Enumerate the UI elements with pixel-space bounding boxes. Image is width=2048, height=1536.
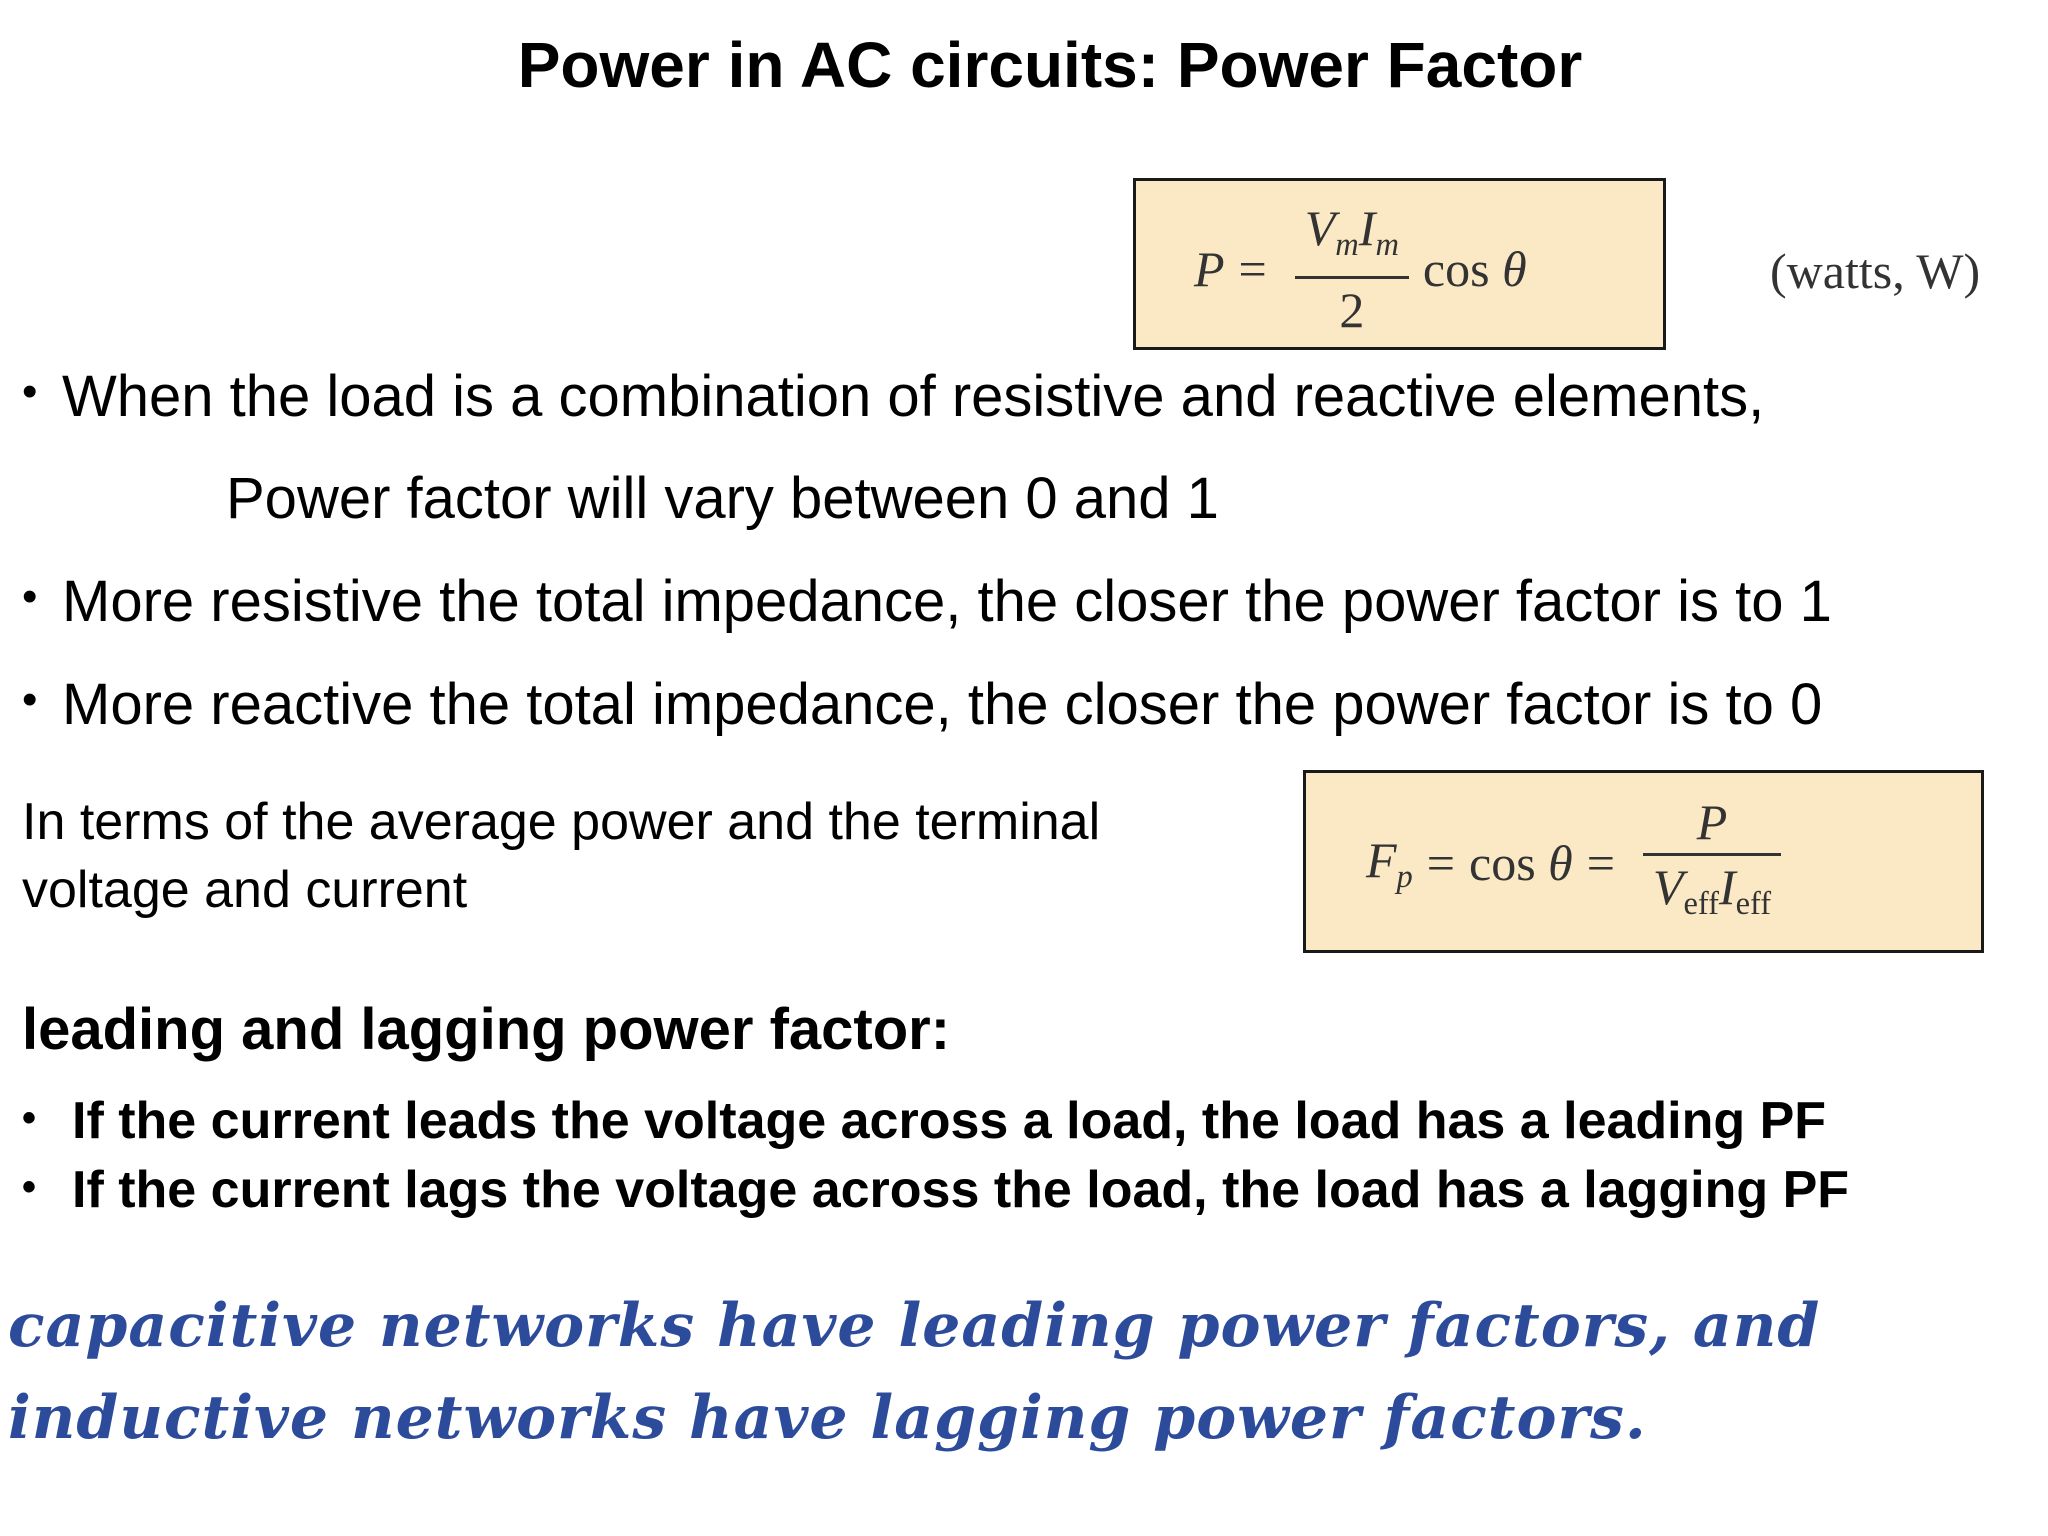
bullet-text: More reactive the total impedance, the c… bbox=[62, 672, 1823, 737]
section-heading: leading and lagging power factor: bbox=[22, 997, 951, 1062]
fraction-bar bbox=[1294, 275, 1409, 279]
bullet-reactive: • More reactive the total impedance, the … bbox=[22, 670, 1822, 740]
voltage-symbol: V bbox=[1304, 200, 1336, 256]
voltage-subscript: m bbox=[1335, 226, 1359, 263]
bullet-resistive: • More resistive the total impedance, the… bbox=[22, 567, 1832, 637]
bullet-icon: • bbox=[22, 1096, 37, 1140]
power-denominator: 2 bbox=[1339, 281, 1365, 338]
voltage-subscript: eff bbox=[1683, 885, 1719, 922]
pf-denominator: VeffIeff bbox=[1643, 856, 1781, 935]
pf-item-leading: • If the current leads the voltage across… bbox=[22, 1088, 1826, 1154]
current-symbol: I bbox=[1358, 200, 1376, 256]
bullet-text: When the load is a combination of resist… bbox=[62, 364, 1765, 429]
pf-symbol: Fp bbox=[1366, 831, 1413, 896]
pf-subscript: p bbox=[1396, 858, 1413, 895]
pf-numerator: P bbox=[1687, 791, 1738, 853]
bullet-icon: • bbox=[22, 572, 38, 621]
bullet-icon: • bbox=[22, 675, 38, 724]
pf-equation: Fp = cos θ = P VeffIeff bbox=[1366, 791, 1795, 935]
cos-function: cos bbox=[1469, 834, 1536, 891]
slide-title: Power in AC circuits: Power Factor bbox=[517, 29, 1583, 101]
pf-item-text: If the current leads the voltage across … bbox=[72, 1092, 1827, 1150]
fraction-bar bbox=[1642, 853, 1782, 856]
pf-letter: F bbox=[1366, 831, 1397, 888]
voltage-symbol: V bbox=[1652, 859, 1684, 915]
equals-sign: = bbox=[1238, 240, 1267, 297]
pf-item-text: If the current lags the voltage across t… bbox=[72, 1161, 1850, 1219]
current-symbol: I bbox=[1718, 859, 1736, 915]
bullet-icon: • bbox=[22, 367, 38, 416]
theta-symbol: θ bbox=[1548, 834, 1573, 891]
theta-symbol: θ bbox=[1502, 240, 1527, 297]
power-fraction: VmIm 2 bbox=[1294, 197, 1409, 341]
power-equation: P = VmIm 2 cos θ bbox=[1194, 197, 1527, 341]
power-numerator: VmIm bbox=[1295, 197, 1409, 276]
pf-fraction: P VeffIeff bbox=[1642, 791, 1782, 935]
pf-item-lagging: • If the current lags the voltage across … bbox=[22, 1157, 1849, 1223]
units-label: (watts, W) bbox=[1770, 243, 1981, 299]
cos-function: cos bbox=[1422, 240, 1490, 297]
networks-note: capacitive networks have leading power f… bbox=[8, 1291, 1821, 1453]
pf-equation-box: Fp = cos θ = P VeffIeff bbox=[1303, 770, 1984, 953]
bullet-icon: • bbox=[22, 1165, 37, 1209]
bullet-combination: • When the load is a combination of resis… bbox=[22, 362, 1764, 432]
equals-sign: = bbox=[1426, 834, 1455, 891]
bullet-text: More resistive the total impedance, the … bbox=[62, 569, 1832, 634]
equals-sign-2: = bbox=[1586, 834, 1615, 891]
current-subscript: m bbox=[1375, 226, 1399, 263]
power-equation-box: P = VmIm 2 cos θ bbox=[1133, 178, 1666, 350]
indented-line: Power factor will vary between 0 and 1 bbox=[226, 466, 1219, 531]
power-symbol: P bbox=[1194, 240, 1225, 297]
current-subscript: eff bbox=[1735, 885, 1772, 922]
terms-text: In terms of the average power and the te… bbox=[22, 793, 1101, 919]
power-symbol: P bbox=[1696, 794, 1728, 850]
